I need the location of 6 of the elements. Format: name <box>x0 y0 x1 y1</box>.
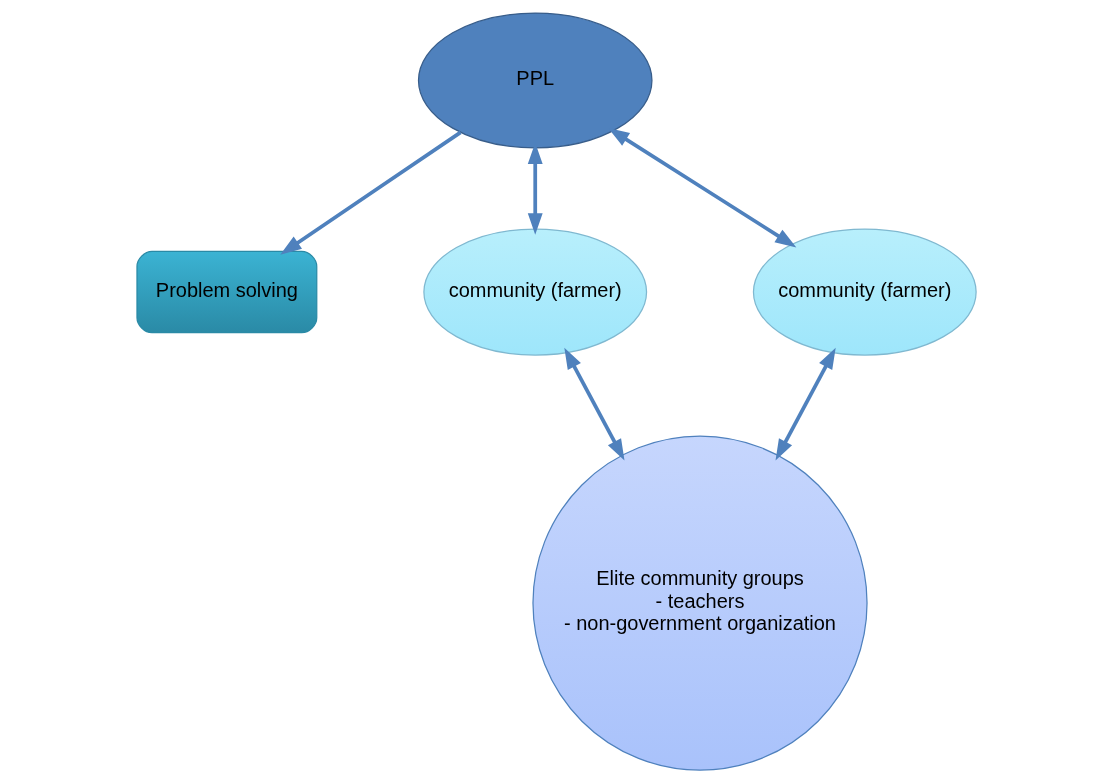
arrow <box>564 347 625 461</box>
arrow <box>608 127 797 248</box>
arrow <box>280 130 462 255</box>
node-box: Problem solving <box>136 250 318 334</box>
arrow <box>775 347 836 461</box>
node-ellipse: community (farmer) <box>423 228 648 356</box>
